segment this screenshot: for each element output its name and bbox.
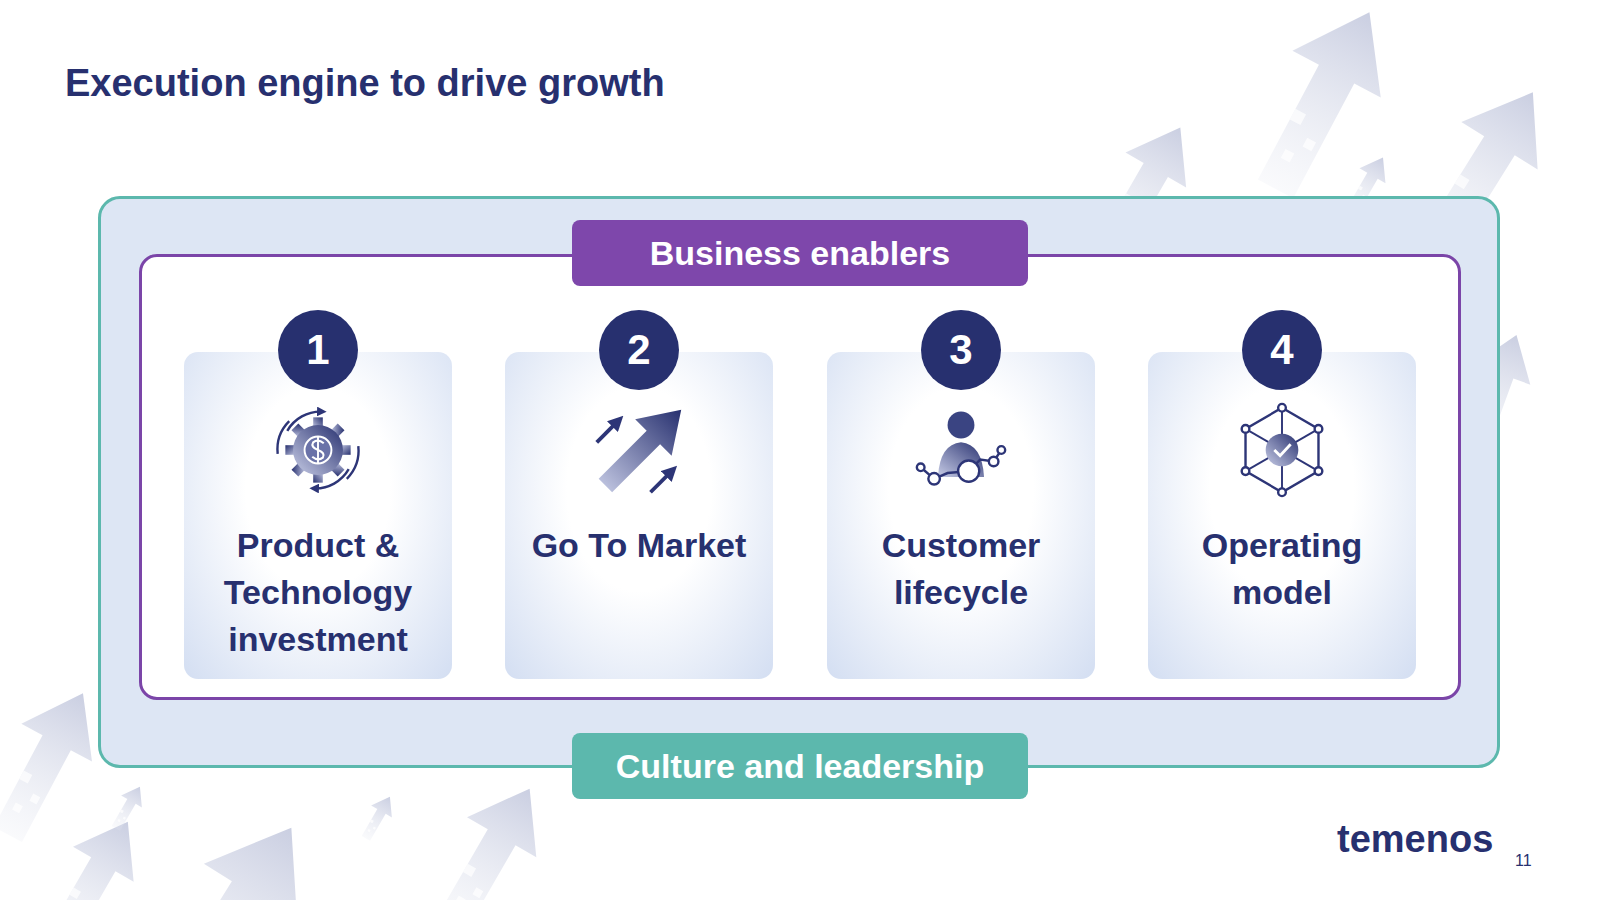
card-title: Product & Technology investment xyxy=(192,522,444,663)
enabler-card: 1Product & Technology investment xyxy=(184,352,452,679)
enabler-card: 3Customer lifecycle xyxy=(827,352,1095,679)
slide-title: Execution engine to drive growth xyxy=(65,62,665,105)
card-icon xyxy=(591,402,687,498)
section-label: Business enablers xyxy=(572,220,1028,286)
enablers-box: Business enablers1Product & Technology i… xyxy=(139,254,1461,700)
enabler-card: 4Operating model xyxy=(1148,352,1416,679)
culture-panel: Culture and leadershipBusiness enablers1… xyxy=(98,196,1500,768)
step-number: 4 xyxy=(1242,310,1322,390)
card-icon xyxy=(913,402,1009,498)
step-number: 3 xyxy=(921,310,1001,390)
step-number: 2 xyxy=(599,310,679,390)
brand-logo: temenos xyxy=(1337,818,1493,861)
section-label: Culture and leadership xyxy=(572,733,1028,799)
page-number: 11 xyxy=(1515,852,1532,870)
card-title: Customer lifecycle xyxy=(835,522,1087,616)
card-icon xyxy=(270,402,366,498)
card-icon xyxy=(1234,402,1330,498)
card-title: Operating model xyxy=(1156,522,1408,616)
step-number: 1 xyxy=(278,310,358,390)
card-title: Go To Market xyxy=(513,522,765,569)
enabler-card: 2Go To Market xyxy=(505,352,773,679)
